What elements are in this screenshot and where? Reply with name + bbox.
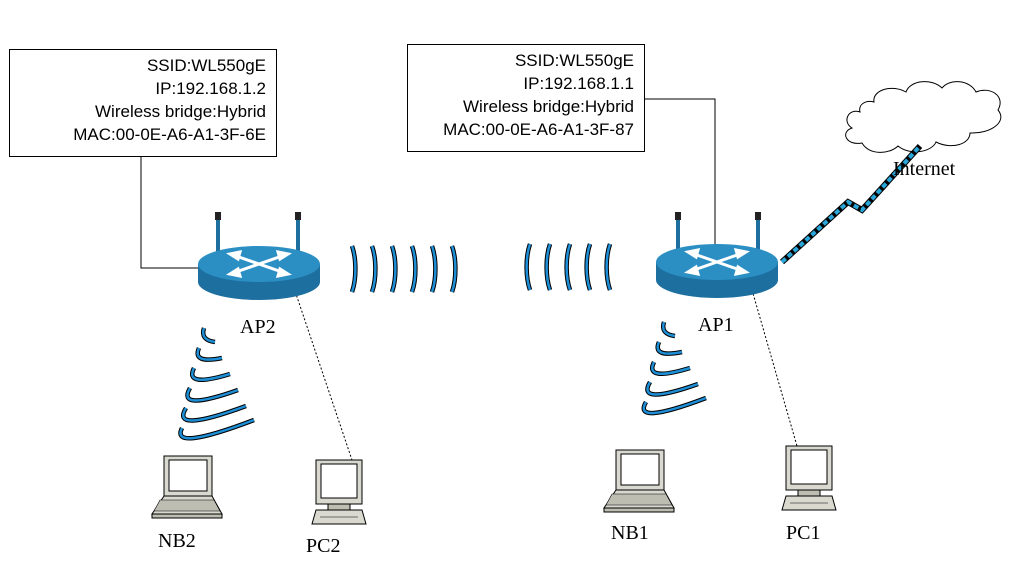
ap2-bridge-signal-icon bbox=[349, 245, 458, 293]
ap2-info-connector bbox=[140, 157, 202, 269]
internet-link-icon bbox=[779, 143, 923, 265]
ap1-router-icon bbox=[656, 212, 778, 298]
internet-cloud-icon bbox=[845, 81, 1002, 153]
ap2-label: AP2 bbox=[240, 316, 276, 338]
ap1-ssid: SSID:WL550gE bbox=[514, 51, 634, 70]
ap1-info-box: SSID:WL550gE IP:192.168.1.1 Wireless bri… bbox=[407, 44, 645, 152]
ap1-bridge-signal-fill bbox=[525, 243, 612, 291]
pc2-computer-icon bbox=[311, 459, 367, 525]
internet-label: Internet bbox=[893, 158, 956, 180]
ap2-info-box: SSID:WL550gE IP:192.168.1.2 Wireless bri… bbox=[9, 49, 277, 157]
ap2-bridge-mode: Wireless bridge:Hybrid bbox=[95, 102, 266, 121]
ap2-ssid: SSID:WL550gE bbox=[146, 56, 266, 75]
ap2-router-icon bbox=[198, 212, 320, 300]
nb2-wireless-signal-icon bbox=[178, 327, 255, 441]
nb1-wireless-signal-icon bbox=[641, 321, 707, 416]
nb2-label: NB2 bbox=[158, 530, 196, 552]
ap2-ip: IP:192.168.1.2 bbox=[155, 79, 266, 98]
ap1-mac: MAC:00-0E-A6-A1-3F-87 bbox=[443, 120, 634, 139]
ap1-ip: IP:192.168.1.1 bbox=[523, 74, 634, 93]
nb1-laptop-icon bbox=[603, 449, 675, 513]
pc1-computer-icon bbox=[781, 445, 837, 511]
nb1-label: NB1 bbox=[611, 522, 649, 544]
ap1-info-connector bbox=[645, 98, 716, 248]
pc1-label: PC1 bbox=[786, 522, 821, 544]
pc2-label: PC2 bbox=[306, 535, 341, 557]
ap1-label: AP1 bbox=[698, 314, 734, 336]
ap1-bridge-mode: Wireless bridge:Hybrid bbox=[463, 97, 634, 116]
ap2-bridge-signal-fill bbox=[350, 245, 457, 293]
ap1-pc1-cable bbox=[751, 289, 798, 447]
ap2-pc2-cable bbox=[293, 287, 353, 461]
ap2-mac: MAC:00-0E-A6-A1-3F-6E bbox=[73, 125, 266, 144]
nb2-laptop-icon bbox=[151, 455, 223, 519]
